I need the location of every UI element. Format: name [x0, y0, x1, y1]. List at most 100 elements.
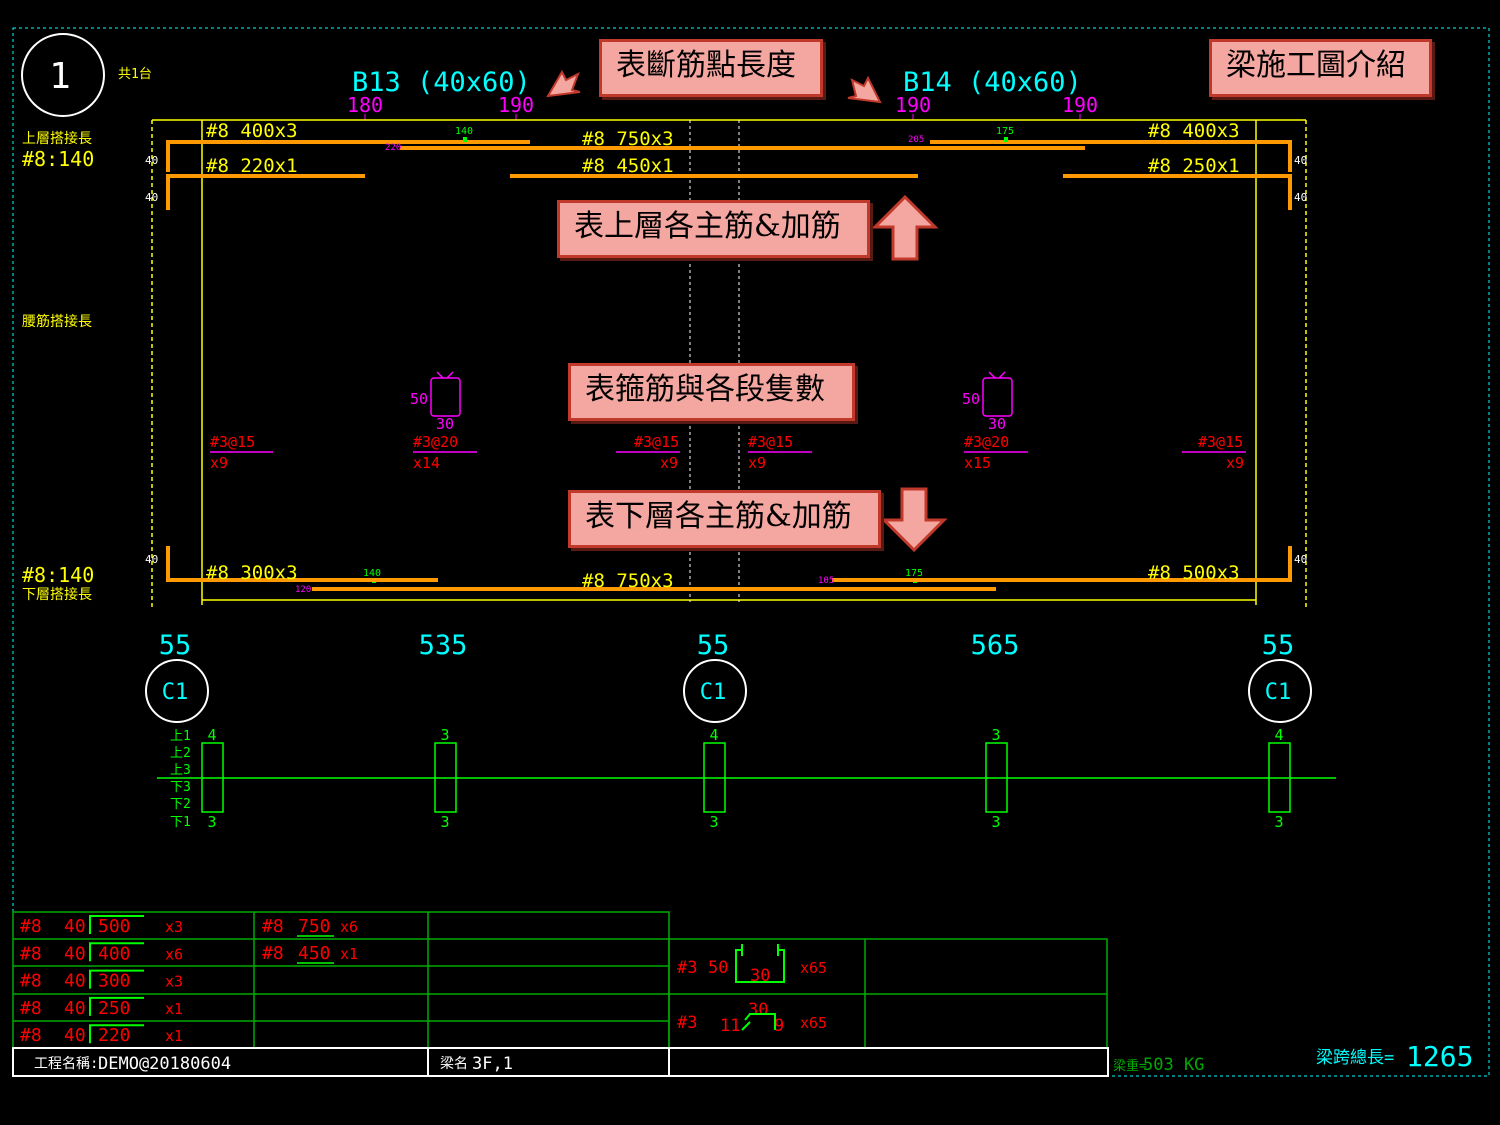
- stirrup-count: x9: [210, 454, 228, 472]
- section-top-count: 4: [207, 726, 216, 744]
- top-lap-label: 上層搭接長: [22, 130, 92, 147]
- break-dim: 190: [1062, 93, 1098, 117]
- lap-dim: 175: [996, 126, 1014, 137]
- stirrup-spec: #3@15: [1198, 433, 1243, 451]
- bottom-rebars: [166, 546, 1292, 591]
- section-top-count: 4: [709, 726, 718, 744]
- project-value: DEMO@20180604: [98, 1054, 231, 1074]
- weight-value: 503 KG: [1143, 1055, 1204, 1075]
- stirrup-count: x9: [748, 454, 766, 472]
- stirrup-sched-b: 30: [748, 1000, 768, 1020]
- arrow-up: [871, 194, 939, 261]
- hook-dim: 40: [1294, 553, 1307, 566]
- callout-break-length: 表斷筋點長度: [599, 39, 823, 97]
- section-bottom-count: 3: [1274, 813, 1283, 831]
- web-lap-label: 腰筋搭接長: [22, 313, 92, 330]
- beam-title-b13: B13 (40x60): [352, 67, 531, 98]
- top-rebars: [166, 140, 1292, 210]
- break-dim: 190: [498, 93, 534, 117]
- schedule-hook: 40: [64, 998, 86, 1019]
- top-bar-label: #8 250x1: [1148, 155, 1240, 177]
- layer-label: 上1: [170, 729, 191, 744]
- schedule-length: 750: [298, 916, 331, 937]
- lap-dim: 140: [363, 568, 381, 579]
- stirrup-count: x14: [413, 454, 440, 472]
- schedule-size: #8: [262, 943, 284, 964]
- stirrup-sched-size: #3: [677, 1013, 697, 1033]
- stirrup-spec: #3@15: [634, 433, 679, 451]
- schedule-qty: x6: [340, 918, 358, 936]
- beam-title-b14: B14 (40x60): [903, 67, 1082, 98]
- span-dim: 55: [159, 630, 192, 661]
- top-bar-label: #8 450x1: [582, 155, 674, 177]
- schedule-length: 400: [98, 943, 131, 964]
- schedule-size: #8: [20, 916, 42, 937]
- layer-label: 上2: [170, 746, 191, 761]
- schedule-qty: x1: [165, 1000, 183, 1018]
- section-bottom-count: 3: [440, 813, 449, 831]
- callout-top-bars: 表上層各主筋&加筋: [557, 200, 870, 258]
- project-label: 工程名稱:: [34, 1056, 98, 1072]
- weight-label: 梁重=: [1113, 1058, 1147, 1074]
- break-dim: 190: [895, 93, 931, 117]
- schedule-length: 500: [98, 916, 131, 937]
- stirrup-sched-shapes: [735, 944, 785, 1031]
- total-length-value: 1265: [1406, 1040, 1473, 1073]
- beam-outline: [151, 119, 1307, 608]
- lap-dim: 220: [385, 143, 401, 153]
- schedule-length: 250: [98, 998, 131, 1019]
- stirrup-count: x15: [964, 454, 991, 472]
- stirrup-sched-qty: x65: [800, 1014, 827, 1032]
- column-label: C1: [1265, 680, 1292, 705]
- layer-label: 下3: [170, 780, 191, 795]
- section-top-count: 3: [440, 726, 449, 744]
- beam-label: 梁名: [440, 1056, 468, 1072]
- schedule-size: #8: [20, 998, 42, 1019]
- top-lap-value: #8:140: [22, 147, 94, 171]
- section-top-count: 3: [991, 726, 1000, 744]
- stirrup-spec: #3@20: [413, 433, 458, 451]
- top-bar-label: #8 220x1: [206, 155, 298, 177]
- span-dim: 565: [971, 630, 1020, 661]
- schedule-size: #8: [20, 943, 42, 964]
- top-bar-label: #8 400x3: [1148, 120, 1240, 142]
- span-dim: 535: [419, 630, 468, 661]
- bottom-lap-value: #8:140: [22, 563, 94, 587]
- sheet-border: [12, 27, 1490, 1077]
- layer-label: 上3: [170, 763, 191, 778]
- hook-shape: [89, 1024, 144, 1044]
- stirrup-sched-a: 11: [720, 1016, 740, 1036]
- layer-label: 下2: [170, 797, 191, 812]
- schedule-hook: 40: [64, 916, 86, 937]
- stirrup-count: x9: [660, 454, 678, 472]
- stirrup-h: 50: [962, 390, 980, 408]
- callout-bottom-bars: 表下層各主筋&加筋: [568, 490, 881, 548]
- pointer-arrow-left: [546, 69, 581, 98]
- straight-underlines: [297, 935, 334, 964]
- schedule-qty: x1: [165, 1027, 183, 1045]
- stirrup-h: 50: [410, 390, 428, 408]
- lap-dim: 140: [455, 126, 473, 137]
- title-block: [12, 1047, 1109, 1077]
- stirrup-spec: #3@20: [964, 433, 1009, 451]
- hook-shape: [89, 942, 144, 962]
- arrow-down: [880, 487, 948, 553]
- span-dim: 55: [697, 630, 730, 661]
- lap-dim: 175: [905, 568, 923, 579]
- pointer-arrow-right: [847, 75, 882, 104]
- section-bottom-count: 3: [709, 813, 718, 831]
- count-label: 共1台: [118, 67, 152, 82]
- sheet-number-circle: [21, 33, 105, 117]
- column-label: C1: [700, 680, 727, 705]
- callout-intro: 梁施工圖介紹: [1209, 39, 1432, 97]
- stirrup-sched-a: 50: [708, 958, 728, 978]
- schedule-qty: x3: [165, 918, 183, 936]
- bottom-lap-label: 下層搭接長: [22, 586, 92, 603]
- column-label: C1: [162, 680, 189, 705]
- stirrup-shape-2: [982, 371, 1013, 417]
- hook-shape: [89, 969, 144, 989]
- lap-dim: 205: [908, 135, 924, 145]
- schedule-size: #8: [20, 971, 42, 992]
- lap-dim: 105: [818, 576, 834, 586]
